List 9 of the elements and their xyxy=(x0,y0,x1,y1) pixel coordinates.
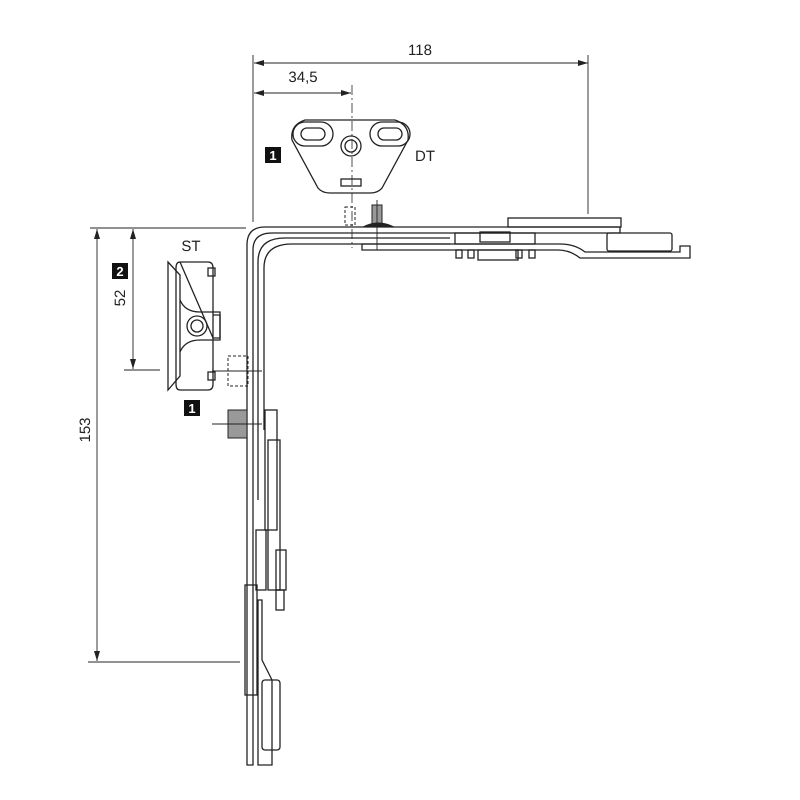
callout-number: 1 xyxy=(184,400,200,416)
part-label: ST xyxy=(181,238,201,255)
callout-number: 1 xyxy=(265,147,281,163)
callout-number: 2 xyxy=(112,263,128,279)
dimension-value: 153 xyxy=(77,417,94,443)
dimension-value: 34,5 xyxy=(288,69,318,86)
dimension-value: 118 xyxy=(408,42,432,59)
part-label: DT xyxy=(415,148,435,165)
dimension-value: 52 xyxy=(112,290,129,306)
